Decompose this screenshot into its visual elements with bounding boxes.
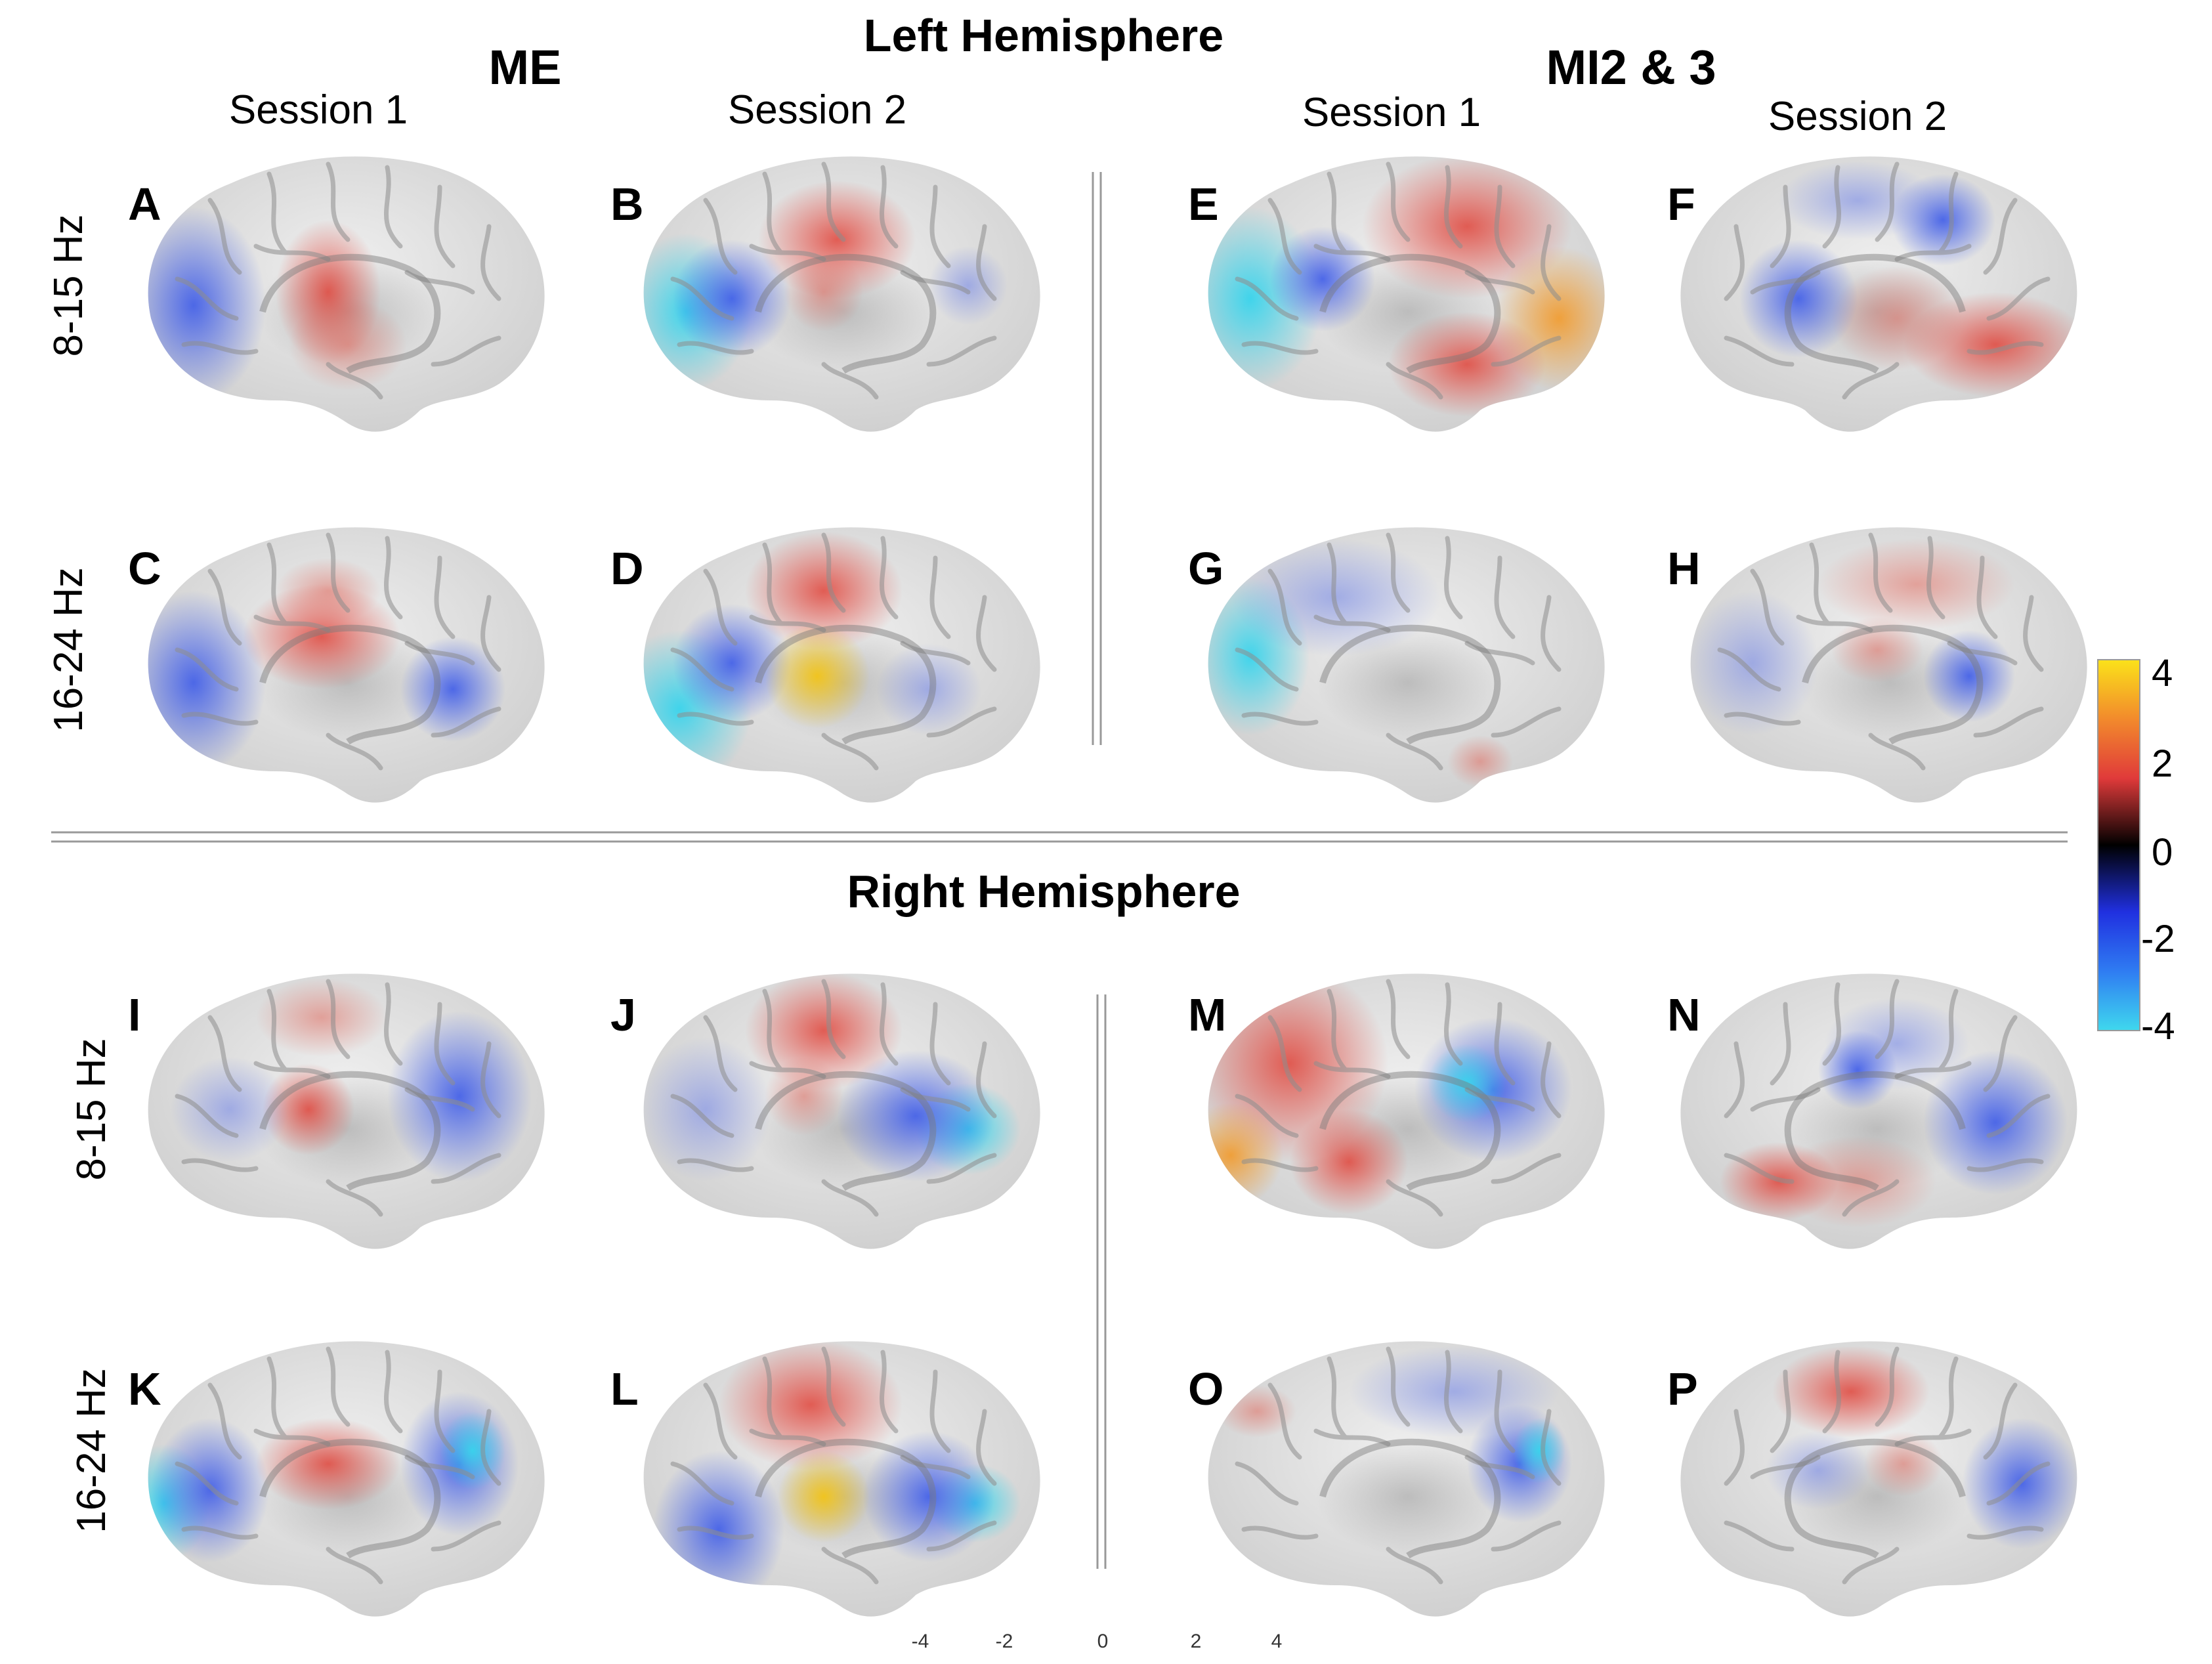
freq-label-rh-alpha: 8-15 Hz (69, 1038, 114, 1180)
panel-label-d: D (610, 543, 644, 594)
bottom-tick-2: 2 (1191, 1631, 1202, 1652)
brain-panel-g (1208, 527, 1605, 803)
brain-panel-e (1208, 156, 1605, 432)
session-label-mi-2: Session 2 (1768, 94, 1947, 139)
panel-label-o: O (1188, 1363, 1223, 1415)
bottom-tick-0: 0 (1097, 1631, 1109, 1652)
brain-panel-i (148, 973, 545, 1249)
brain-panel-m (1208, 973, 1605, 1249)
panel-label-g: G (1188, 543, 1223, 594)
panel-label-b: B (610, 179, 644, 230)
brain-panels: A B E F C D G H I J M N K L O P (128, 156, 2087, 1617)
vertical-divider-top (1092, 172, 1102, 745)
panel-label-m: M (1188, 989, 1226, 1040)
brain-panel-c (148, 527, 545, 803)
brain-panel-h (1690, 527, 2087, 803)
colorbar-gradient (2097, 659, 2140, 1031)
brain-panel-p (1680, 1341, 2077, 1617)
freq-label-lh-beta: 16-24 Hz (46, 567, 91, 733)
colorbar-tick-neg-2: -2 (2141, 918, 2175, 960)
brain-panel-k (148, 1341, 545, 1617)
panel-label-h: H (1667, 543, 1701, 594)
brain-panel-d (643, 527, 1040, 803)
brain-panel-l (643, 1341, 1040, 1617)
panel-label-e: E (1188, 179, 1219, 230)
panel-label-l: L (610, 1363, 639, 1415)
colorbar-tick-4: 4 (2152, 652, 2173, 694)
bottom-tick-neg-4: -4 (912, 1631, 929, 1652)
bottom-tick-neg-2: -2 (996, 1631, 1013, 1652)
panel-label-n: N (1667, 989, 1701, 1040)
panel-label-k: K (128, 1363, 161, 1415)
freq-label-rh-beta: 16-24 Hz (69, 1368, 114, 1533)
brain-panel-j (643, 973, 1040, 1249)
panel-label-j: J (610, 989, 636, 1040)
brain-panel-n (1680, 973, 2077, 1249)
panel-label-f: F (1667, 179, 1695, 230)
colorbar-tick-0: 0 (2152, 831, 2173, 874)
bottom-scale: -4 -2 0 2 4 (912, 1631, 1283, 1652)
horizontal-divider (51, 831, 2068, 843)
panel-label-i: I (128, 989, 140, 1040)
brain-panel-b (643, 156, 1040, 432)
condition-mi-title: MI2 & 3 (1546, 40, 1716, 95)
session-label-me-2: Session 2 (728, 87, 906, 133)
vertical-divider-bottom (1096, 994, 1107, 1569)
bottom-tick-4: 4 (1271, 1631, 1283, 1652)
left-hemisphere-title: Left Hemisphere (864, 10, 1223, 61)
panel-label-c: C (128, 543, 161, 594)
colorbar-tick-2: 2 (2152, 742, 2173, 785)
panel-label-a: A (128, 179, 161, 230)
panel-label-p: P (1667, 1363, 1698, 1415)
condition-me-title: ME (489, 40, 562, 95)
brain-panel-a (148, 156, 545, 432)
brain-panel-o (1208, 1341, 1605, 1617)
freq-label-lh-alpha: 8-15 Hz (46, 214, 91, 356)
session-label-mi-1: Session 1 (1302, 90, 1481, 135)
session-label-me-1: Session 1 (229, 87, 408, 133)
right-hemisphere-title: Right Hemisphere (847, 866, 1241, 917)
colorbar-tick-neg-4: -4 (2141, 1005, 2175, 1048)
colorbar: 4 2 0 -2 -4 (2097, 652, 2175, 1048)
brain-panel-f (1680, 156, 2077, 432)
